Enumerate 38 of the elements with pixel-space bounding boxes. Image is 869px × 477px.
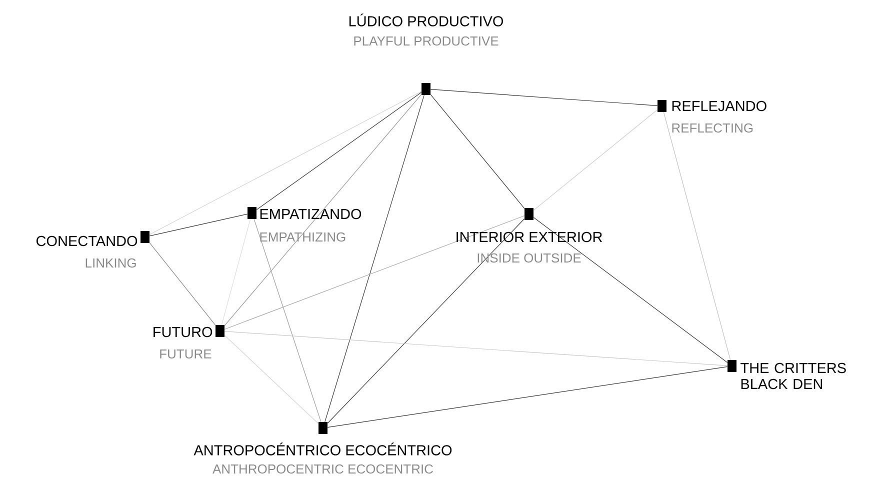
node-square — [524, 208, 534, 220]
connector-line — [221, 218, 251, 326]
node-subtitle: REFLECTING — [672, 123, 753, 133]
node-square — [422, 83, 430, 95]
connector-line — [256, 92, 422, 210]
node-subtitle: PLAYFUL PRODUCTIVE — [354, 36, 498, 46]
node-square — [728, 360, 736, 372]
connector-line — [533, 217, 728, 363]
connector-line — [327, 366, 728, 428]
connector-line — [254, 218, 322, 422]
connector-line — [663, 112, 731, 360]
connector-line — [430, 94, 525, 209]
node-subtitle: LINKING — [86, 258, 136, 268]
connector-line — [224, 215, 525, 330]
connector-line — [324, 94, 424, 422]
connector-line — [224, 335, 319, 424]
node-title: THE CRITTERS BLACK DEN — [740, 362, 846, 390]
connector-line — [533, 110, 658, 210]
connector-line — [149, 214, 248, 236]
node-title: CONECTANDO — [36, 236, 138, 246]
node-title: EMPATIZANDO — [260, 208, 362, 220]
node-square — [216, 325, 224, 337]
node-square — [248, 207, 256, 219]
node-title: REFLEJANDO — [672, 100, 766, 112]
connector-line — [149, 242, 216, 326]
node-square — [318, 422, 328, 434]
connector-line — [149, 91, 422, 235]
connector-line — [224, 94, 422, 326]
node-title: FUTURO — [154, 326, 212, 338]
node-subtitle: ANTHROPOCENTRIC ECOCENTRIC — [212, 464, 433, 474]
connector-line — [327, 218, 525, 424]
connector-line — [430, 89, 658, 106]
node-title: ANTROPOCÉNTRICO ECOCÉNTRICO — [194, 442, 452, 456]
node-subtitle: FUTURE — [160, 349, 212, 359]
node-title: LÚDICO PRODUCTIVO — [349, 14, 504, 26]
node-square — [658, 100, 666, 112]
node-square — [140, 231, 150, 243]
connector-line — [224, 331, 728, 366]
